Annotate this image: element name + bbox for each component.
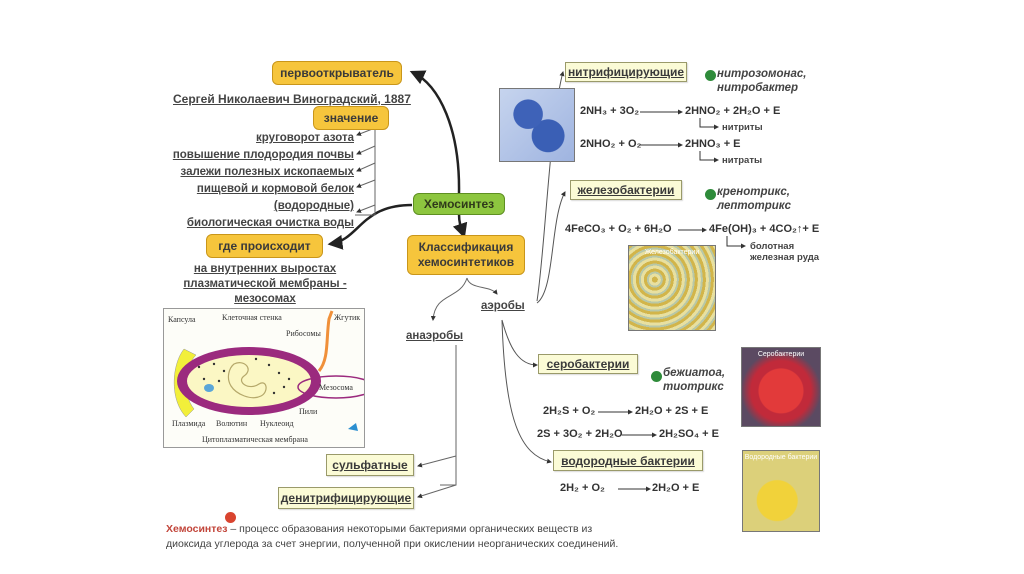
denitrifying-box: денитрифицирующие — [278, 487, 414, 509]
equation-right: 2HNO₃ + E — [685, 138, 741, 150]
nitrifying-box: нитрифицирующие — [565, 62, 687, 82]
significance-item: повышение плодородия почвы — [172, 149, 354, 161]
sulfur-bacteria-box: серобактерии — [538, 354, 638, 374]
equation-left: 2NH₃ + 3O₂ — [580, 105, 640, 117]
location-line: мезосомах — [234, 293, 296, 305]
equation-left: 2NHO₂ + O₂ — [580, 138, 642, 150]
sulfate-box: сульфатные — [326, 454, 414, 476]
photo-label: Водородные бактерии — [744, 454, 818, 461]
link-sulfur — [501, 319, 538, 368]
note-line: железная руда — [750, 252, 820, 263]
bacterial-cell-diagram: Капсула Клеточная стенка Рибосомы Жгутик… — [163, 308, 365, 448]
iron-bacteria-photo: Железобактерии — [628, 245, 716, 331]
example-line: нитробактер — [717, 82, 799, 95]
equation-right: 4Fe(OH)₃ + 4CO₂↑+ E — [709, 223, 820, 235]
definition-text: Хемосинтез – процесс образования некотор… — [166, 522, 618, 552]
link-hydrogen — [501, 319, 552, 464]
location-box: где происходит — [206, 234, 323, 258]
note-line: болотная — [750, 241, 795, 252]
photo-label: Серобактерии — [757, 351, 805, 358]
discoverer-name: Сергей Николаевич Виноградский, 1887 — [173, 92, 411, 106]
equation-right: 2HNO₂ + 2H₂O + E — [685, 105, 781, 117]
significance-list: круговорот азота повышение плодородия по… — [173, 130, 354, 232]
location-line: плазматической мембраны - — [183, 278, 347, 290]
discoverer-box: первооткрыватель — [272, 61, 402, 85]
significance-item: пищевой и кормовой белок — [196, 183, 354, 195]
significance-item: (водородные) — [273, 200, 354, 212]
example-line: нитрозомонас, — [717, 68, 807, 80]
link-location — [327, 203, 413, 250]
label-mesosome: Мезосома — [319, 383, 353, 392]
significance-box: значение — [313, 106, 389, 130]
example-line: кренотрикс, — [717, 186, 790, 198]
significance-label: значение — [323, 110, 379, 125]
chemosynthesis-label: Хемосинтез — [423, 197, 495, 211]
green-dot-icon — [651, 371, 662, 382]
nitrifying-examples: нитрозомонас, нитробактер — [717, 67, 806, 96]
link-iron — [536, 191, 566, 304]
iron-bacteria-examples: кренотрикс, лептотрикс — [717, 185, 791, 214]
link-classification — [452, 213, 468, 239]
location-line: на внутренних выростах — [193, 263, 337, 275]
significance-bracket — [355, 128, 376, 216]
label-nucleoid: Нуклеоид — [260, 419, 294, 428]
aerobes-label: аэробы — [481, 300, 525, 312]
significance-item: биологическая очистка воды — [186, 217, 354, 229]
equation-left: 2H₂ + O₂ — [560, 482, 605, 494]
sulfur-bacteria-label: серобактерии — [546, 357, 630, 371]
photo-label: Железобактерии — [644, 249, 700, 256]
equation-note: нитриты — [722, 122, 763, 133]
nitrifying-label: нитрифицирующие — [567, 65, 685, 79]
label-plasmid: Плазмида — [172, 419, 206, 428]
nitrifying-photo — [499, 88, 575, 162]
example-line: бежиатоа, — [663, 367, 726, 379]
red-dot-icon — [225, 512, 236, 523]
discoverer-label: первооткрыватель — [280, 65, 394, 80]
label-pili: Пили — [299, 407, 318, 416]
link-discoverer — [409, 70, 461, 194]
label-flagellum: Жгутик — [334, 313, 361, 322]
sulfate-label: сульфатные — [332, 458, 408, 472]
cell-drawing — [173, 310, 364, 431]
definition-line: диоксида углерода за счет энергии, получ… — [166, 538, 619, 551]
hydrogen-bacteria-label: водородные бактерии — [561, 453, 695, 468]
label-volutin: Волютин — [216, 419, 248, 428]
equation-left: 2S + 3O₂ + 2H₂O — [537, 428, 623, 440]
label-capsule: Капсула — [168, 315, 196, 324]
equation-right: 2H₂SO₄ + E — [659, 428, 719, 440]
iron-bacteria-box: железобактерии — [570, 180, 682, 200]
classification-box: Классификация хемосинтетиков — [407, 235, 525, 275]
example-line: тиотрикс — [663, 381, 724, 394]
hydrogen-bacteria-photo: Водородные бактерии — [742, 450, 820, 532]
label-ribosomes: Рибосомы — [286, 329, 321, 338]
equation-note: нитраты — [722, 155, 763, 166]
green-dot-icon — [705, 70, 716, 81]
label-membrane: Цитоплазматическая мембрана — [202, 435, 308, 444]
chemosynthesis-node: Хемосинтез — [413, 193, 505, 215]
sulfur-bacteria-examples: бежиатоа, тиотрикс — [663, 366, 725, 395]
equation-left: 2H₂S + O₂ — [543, 405, 596, 417]
label-cell-wall: Клеточная стенка — [222, 313, 282, 322]
equation-right: 2H₂O + 2S + E — [635, 405, 709, 417]
equation-right: 2H₂O + E — [652, 482, 700, 494]
equation-left: 4FeCO₃ + O₂ + 6H₂O — [565, 223, 672, 235]
location-label: где происходит — [218, 238, 311, 253]
anaerobes-bracket — [440, 345, 457, 486]
link-aerobes — [466, 277, 498, 295]
sulfur-bacteria-photo: Серобактерии — [741, 347, 821, 427]
definition-term: Хемосинтез — [166, 523, 228, 535]
hydrogen-bacteria-box: водородные бактерии — [553, 450, 703, 471]
iron-bacteria-label: железобактерии — [577, 183, 675, 197]
significance-item: круговорот азота — [256, 132, 354, 144]
significance-item: залежи полезных ископаемых — [180, 166, 355, 178]
example-line: лептотрикс — [717, 200, 792, 213]
equation-note: болотная железная руда — [750, 241, 819, 263]
classification-label: Классификация хемосинтетиков — [417, 240, 515, 269]
definition-line: – процесс образования некоторыми бактери… — [227, 523, 593, 535]
link-anaerobes — [430, 277, 468, 321]
green-dot-icon — [705, 189, 716, 200]
denitrifying-label: денитрифицирующие — [280, 491, 412, 505]
anaerobes-label: анаэробы — [406, 330, 464, 342]
location-text: на внутренних выростах плазматической ме… — [180, 262, 350, 307]
